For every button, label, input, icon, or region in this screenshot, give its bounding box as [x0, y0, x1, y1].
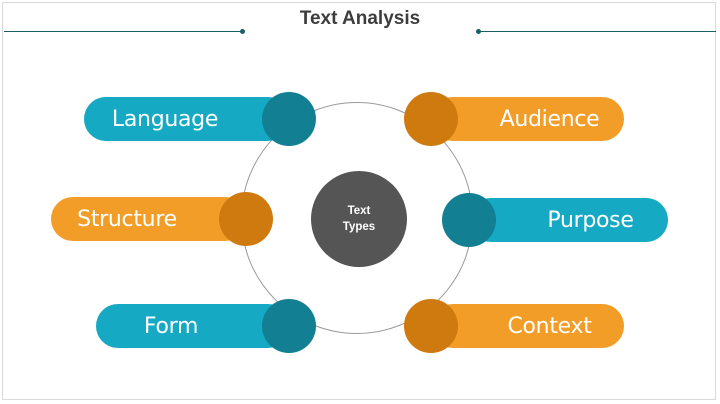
pill-context: Context	[431, 304, 624, 348]
title-divider-left-dot	[240, 29, 245, 34]
pill-form: Form	[96, 304, 290, 348]
pill-label-language: Language	[111, 106, 219, 132]
pill-label-structure: Structure	[77, 206, 177, 232]
center-label-line-1: Text	[347, 205, 371, 217]
pill-label-form: Form	[143, 313, 199, 339]
slide-frame	[2, 2, 716, 400]
center-label-line-2: Types	[342, 221, 376, 233]
center-hub: Text Types	[311, 171, 407, 267]
title-divider-right	[478, 31, 716, 32]
pill-structure: Structure	[51, 197, 247, 241]
node-purpose	[442, 193, 496, 247]
pill-language: Language	[84, 97, 290, 141]
node-structure	[219, 192, 273, 246]
node-audience	[404, 92, 458, 146]
node-context	[404, 299, 458, 353]
pill-label-context: Context	[507, 313, 592, 339]
page-title: Text Analysis	[299, 8, 421, 29]
pill-label-purpose: Purpose	[547, 207, 634, 233]
node-language	[262, 92, 316, 146]
pill-audience: Audience	[431, 97, 624, 141]
node-form	[262, 299, 316, 353]
pill-label-audience: Audience	[499, 106, 600, 132]
title-divider-left	[4, 31, 242, 32]
pill-purpose: Purpose	[469, 198, 668, 242]
